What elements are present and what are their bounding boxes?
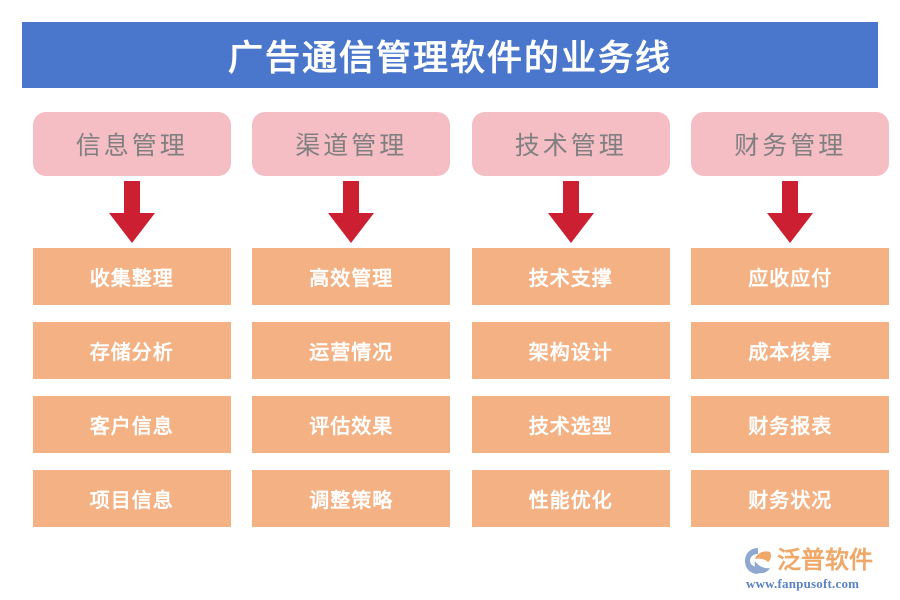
item-label-4-3: 财务报表 [748,416,833,438]
page-title: 广告通信管理软件的业务线 [227,38,672,78]
brand-name: 泛普软件 [777,548,873,574]
arrow-down-icon [767,181,814,243]
column-information-management: 信息管理 收集整理 存储分析 客户信息 项目信息 [22,112,242,527]
item-label-2-2: 运营情况 [309,342,394,364]
item-box-1-3[interactable]: 客户信息 [32,396,231,453]
title-banner: 广告通信管理软件的业务线 [22,22,878,88]
item-label-3-2: 架构设计 [528,342,613,364]
item-label-4-1: 应收应付 [748,268,833,290]
header-label-3: 技术管理 [514,133,627,160]
item-label-4-2: 成本核算 [748,342,833,364]
item-box-4-4[interactable]: 财务状况 [691,470,890,527]
item-label-1-1: 收集整理 [89,268,174,290]
item-box-2-4[interactable]: 调整策略 [252,470,451,527]
item-box-3-4[interactable]: 性能优化 [471,470,670,527]
item-box-2-2[interactable]: 运营情况 [252,322,451,379]
item-box-3-3[interactable]: 技术选型 [471,396,670,453]
item-label-1-2: 存储分析 [89,342,174,364]
column-technology-management: 技术管理 技术支撑 架构设计 技术选型 性能优化 [461,112,681,527]
item-label-3-3: 技术选型 [528,416,613,438]
header-box-2[interactable]: 渠道管理 [252,112,451,176]
item-box-4-1[interactable]: 应收应付 [691,248,890,305]
column-finance-management: 财务管理 应收应付 成本核算 财务报表 财务状况 [681,112,900,527]
header-box-4[interactable]: 财务管理 [691,112,890,176]
column-channel-management: 渠道管理 高效管理 运营情况 评估效果 调整策略 [242,112,462,527]
item-label-1-3: 客户信息 [89,416,174,438]
header-label-4: 财务管理 [734,133,847,160]
header-box-1[interactable]: 信息管理 [32,112,231,176]
item-box-1-4[interactable]: 项目信息 [32,470,231,527]
item-box-1-1[interactable]: 收集整理 [32,248,231,305]
item-label-2-3: 评估效果 [309,416,394,438]
fanpu-swoosh-icon [745,548,772,574]
brand-logo-top: 泛普软件 [744,547,873,575]
item-box-4-3[interactable]: 财务报表 [691,396,890,453]
item-label-3-4: 性能优化 [528,490,613,512]
arrow-down-icon-4 [767,176,814,248]
item-box-1-2[interactable]: 存储分析 [32,322,231,379]
columns-container: 信息管理 收集整理 存储分析 客户信息 项目信息 渠道管理 [0,112,900,527]
header-label-2: 渠道管理 [295,133,408,160]
arrow-down-icon-2 [328,176,375,248]
header-box-3[interactable]: 技术管理 [471,112,670,176]
item-label-2-1: 高效管理 [309,268,394,290]
item-box-2-3[interactable]: 评估效果 [252,396,451,453]
arrow-down-icon [108,181,155,243]
item-label-4-4: 财务状况 [748,490,833,512]
item-label-3-1: 技术支撑 [528,268,613,290]
item-box-4-2[interactable]: 成本核算 [691,322,890,379]
arrow-down-icon-3 [547,176,594,248]
header-label-1: 信息管理 [75,133,188,160]
arrow-down-icon [328,181,375,243]
arrow-down-icon [547,181,594,243]
item-label-1-4: 项目信息 [89,490,174,512]
arrow-down-icon-1 [108,176,155,248]
item-box-3-1[interactable]: 技术支撑 [471,248,670,305]
item-box-2-1[interactable]: 高效管理 [252,248,451,305]
brand-logo: 泛普软件 www.fanpusoft.com [744,547,884,592]
brand-url: www.fanpusoft.com [746,576,860,591]
item-label-2-4: 调整策略 [309,490,394,512]
item-box-3-2[interactable]: 架构设计 [471,322,670,379]
